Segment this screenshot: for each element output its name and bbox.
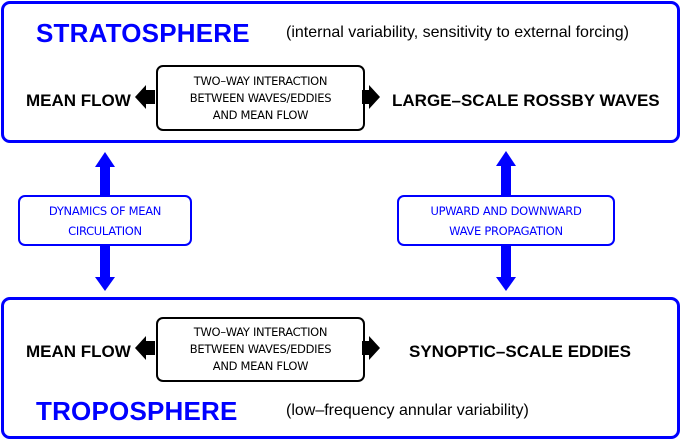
arrow-head-up [95,152,115,167]
troposphere-synoptic-eddies-label: SYNOPTIC–SCALE EDDIES [409,342,631,361]
stratosphere-mean-flow-label: MEAN FLOW [26,91,131,110]
interaction-line: AND MEAN FLOW [212,107,309,122]
stratosphere-interaction-box: TWO–WAY INTERACTION BETWEEN WAVES/EDDIES… [156,65,365,131]
arrow-head-down [496,277,516,291]
mean-circulation-dynamics-box: DYNAMICS OF MEAN CIRCULATION [18,195,192,246]
arrow-head-down [95,277,115,291]
troposphere-interaction-box: TWO–WAY INTERACTION BETWEEN WAVES/EDDIES… [156,317,365,382]
coupling-line: DYNAMICS OF MEAN [48,203,162,218]
coupling-line: CIRCULATION [68,223,142,238]
stratosphere-title: STRATOSPHERE [36,18,250,48]
coupling-line: WAVE PROPAGATION [449,223,563,238]
interaction-line: BETWEEN WAVES/EDDIES [189,342,332,356]
interaction-line: BETWEEN WAVES/EDDIES [189,90,332,105]
arrow-head-up [496,151,516,166]
troposphere-subtitle: (low–frequency annular variability) [286,402,529,419]
interaction-line: AND MEAN FLOW [212,359,309,373]
wave-propagation-box: UPWARD AND DOWNWARD WAVE PROPAGATION [397,195,615,246]
troposphere-mean-flow-label: MEAN FLOW [26,342,131,361]
coupling-line: UPWARD AND DOWNWARD [430,203,582,218]
stratosphere-panel: STRATOSPHERE (internal variability, sens… [1,1,680,143]
interaction-line: TWO–WAY INTERACTION [193,325,328,339]
troposphere-panel: MEAN FLOW SYNOPTIC–SCALE EDDIES TWO–WAY … [1,297,680,439]
stratosphere-rossby-waves-label: LARGE–SCALE ROSSBY WAVES [392,91,660,110]
stratosphere-subtitle: (internal variability, sensitivity to ex… [286,24,629,41]
troposphere-title: TROPOSPHERE [36,396,238,426]
interaction-line: TWO–WAY INTERACTION [193,73,328,88]
